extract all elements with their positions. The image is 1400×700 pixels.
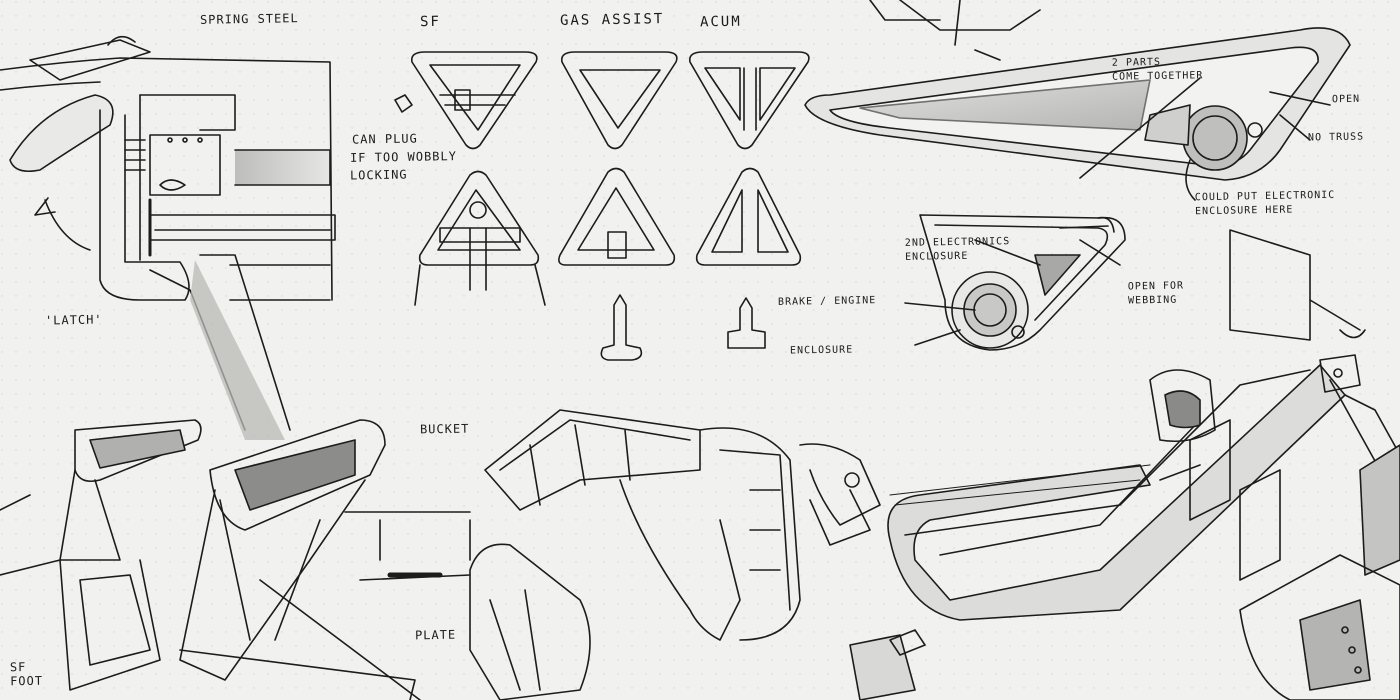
label-can-plug: CAN PLUG [351, 131, 418, 147]
label-latch: 'LATCH' [44, 312, 103, 328]
label-spring-steel: SPRING STEEL [199, 11, 299, 27]
label-locking: LOCKING [349, 167, 408, 183]
label-brake-engine: BRAKE / ENGINE [777, 295, 877, 308]
label-two-parts: 2 PARTS COME TOGETHER [1111, 56, 1204, 83]
label-sf-foot: SF FOOT [9, 660, 44, 689]
bucket-plate-sketch [0, 419, 471, 700]
long-arm-sketch [804, 0, 1351, 201]
label-gas-assist: GAS ASSIST [559, 11, 665, 29]
label-accum: ACUM [699, 13, 742, 31]
label-bucket: BUCKET [419, 421, 470, 437]
latch-mechanism-sketch [0, 35, 336, 440]
label-open: OPEN [1331, 93, 1361, 106]
label-enclosure: ENCLOSURE [789, 344, 854, 357]
triangle-profiles-sketch [394, 51, 810, 361]
label-open-for-webbing: OPEN FOR WEBBING [1127, 280, 1185, 307]
label-if-too-wobbly: IF TOO WOBBLY [349, 149, 458, 165]
frame-sketch [469, 409, 926, 700]
frame-rails-sketch [887, 354, 1400, 700]
label-second-electronics: 2ND ELECTRONICS ENCLOSURE [904, 236, 1011, 263]
label-sf: SF [419, 13, 441, 31]
label-no-truss: NO TRUSS [1307, 131, 1365, 144]
label-plate: PLATE [414, 627, 457, 643]
enclosure-arm-sketch [904, 214, 1366, 351]
label-could-put: COULD PUT ELECTRONIC ENCLOSURE HERE [1194, 189, 1336, 218]
